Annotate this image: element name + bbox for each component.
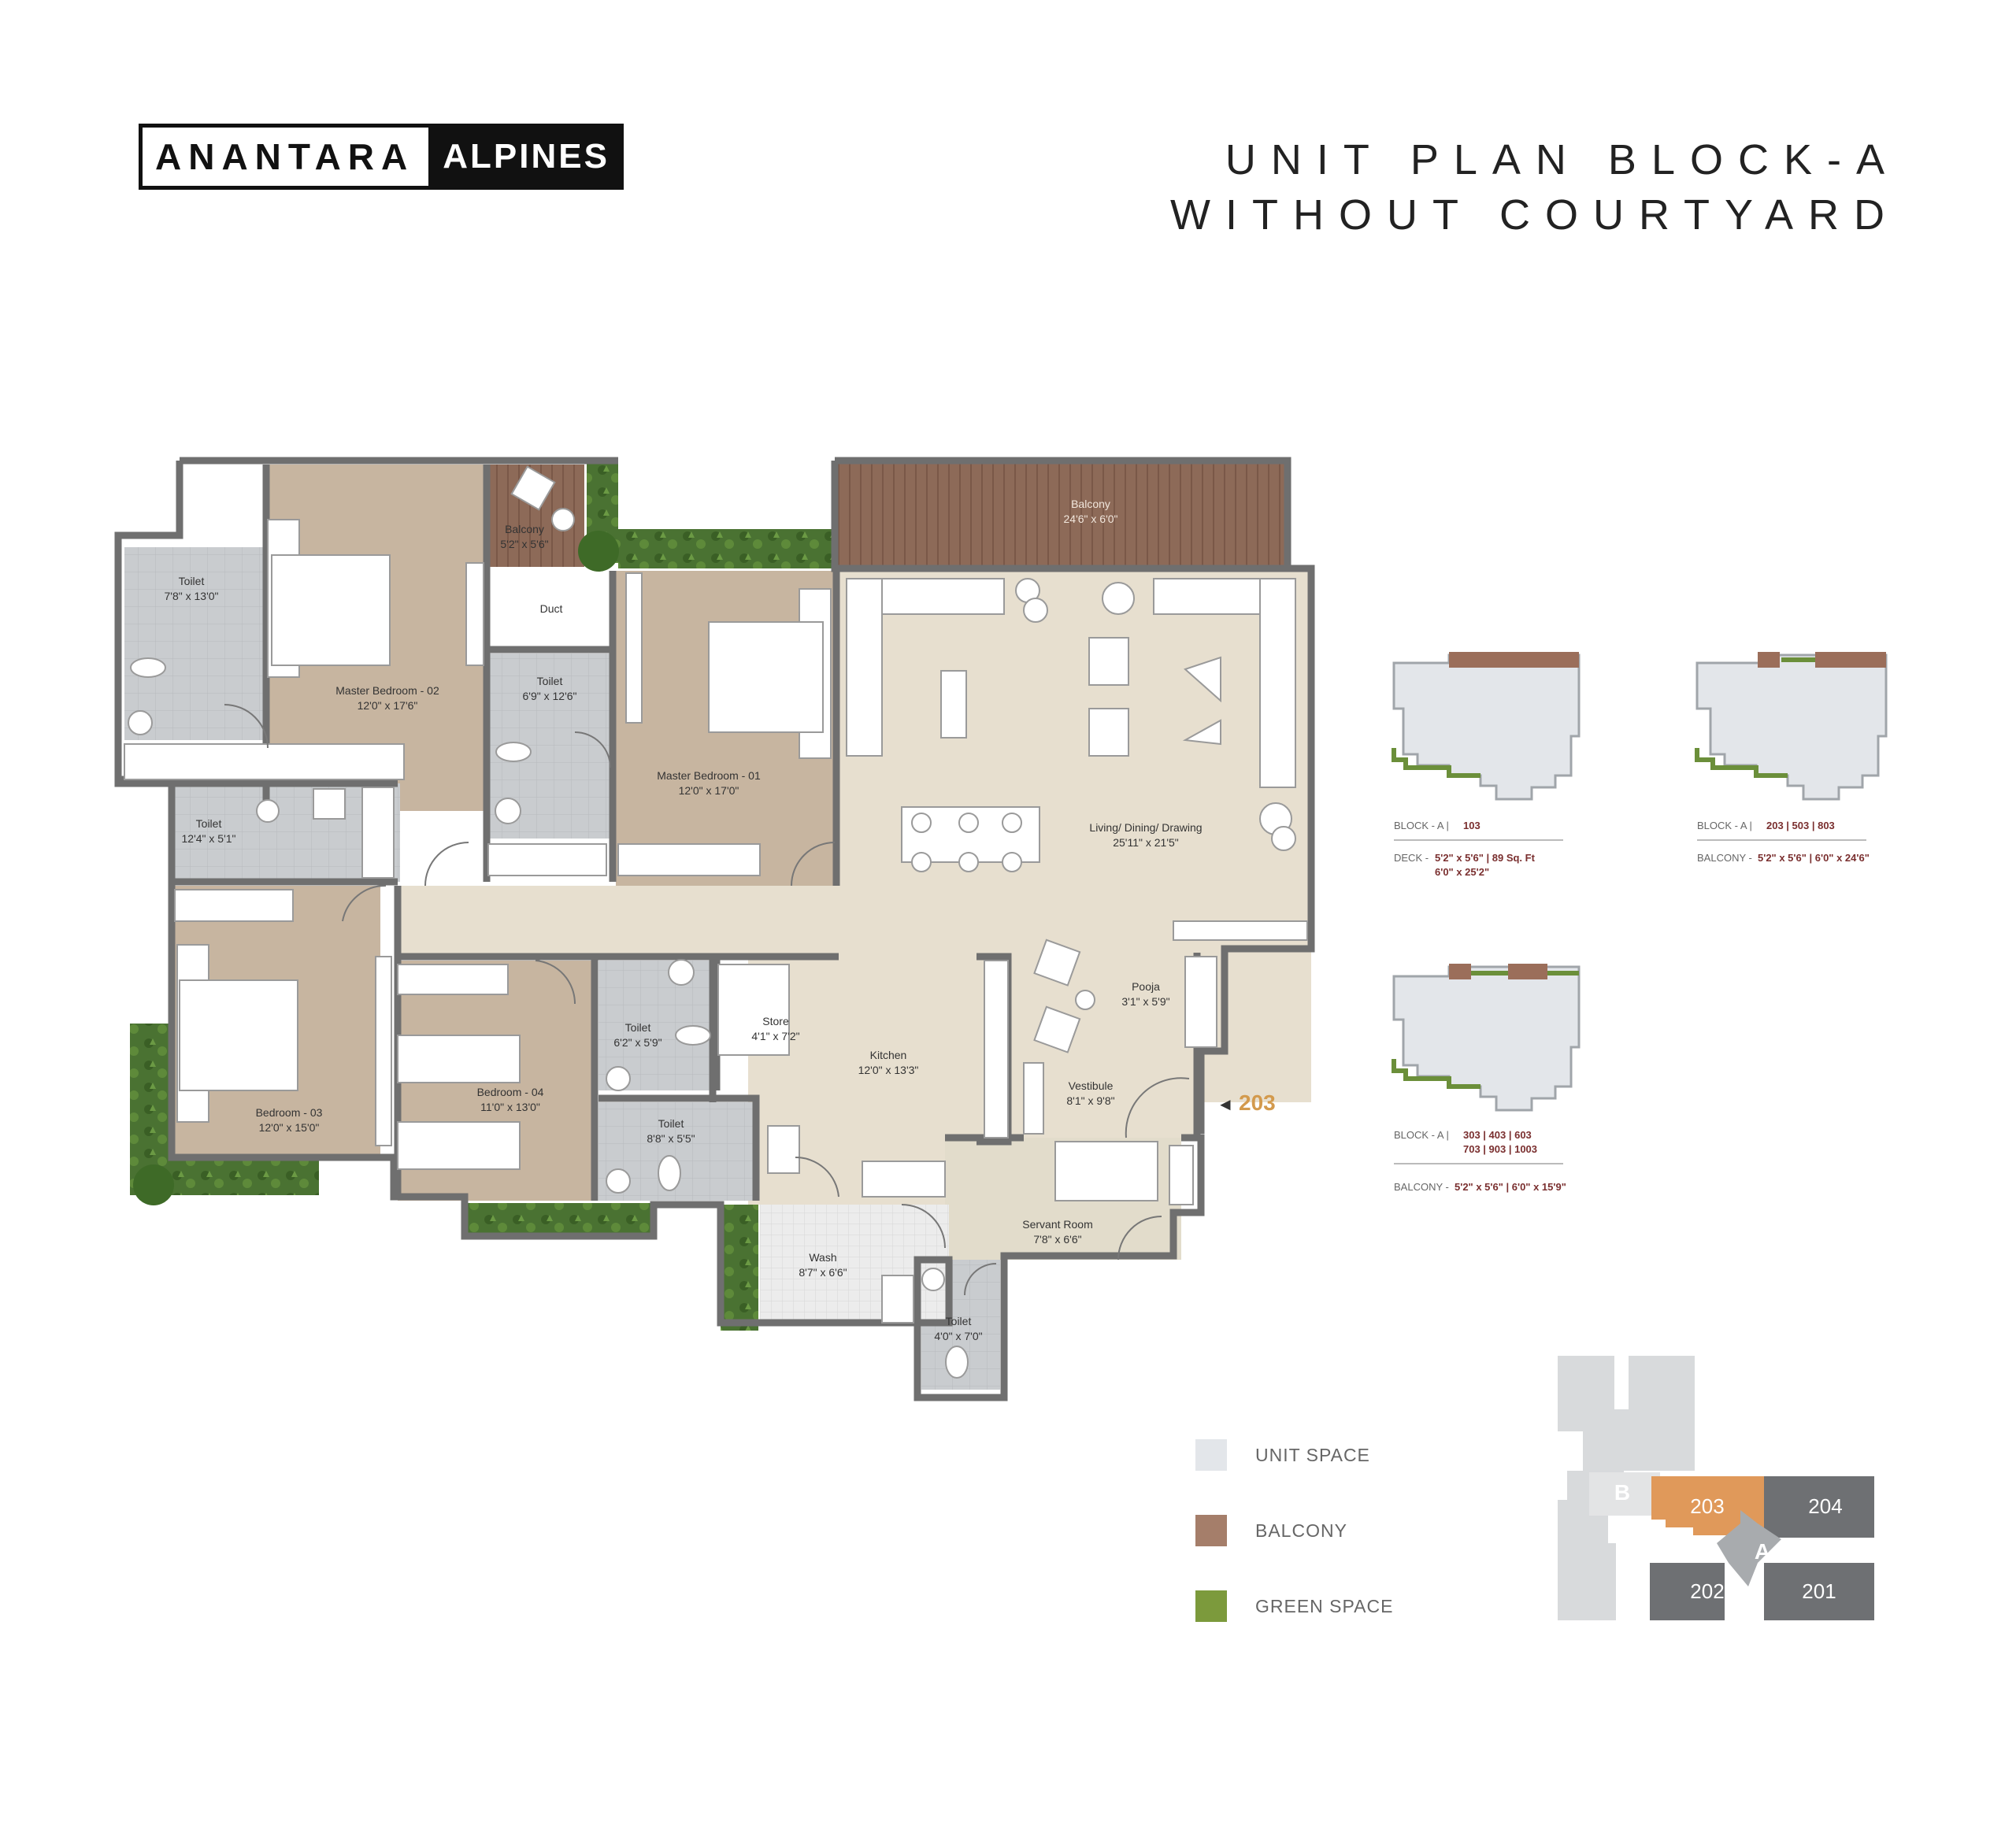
legend-item-green-space: GREEN SPACE — [1195, 1568, 1393, 1644]
label-toilet-d-name: Toilet — [625, 1021, 651, 1034]
label-kitchen-name: Kitchen — [870, 1049, 907, 1061]
key-plan-1-deck-label: DECK - — [1394, 852, 1429, 864]
label-balcony-large-name: Balcony — [1071, 498, 1110, 510]
legend-label-unit-space: UNIT SPACE — [1255, 1444, 1370, 1465]
label-bedroom-03-name: Bedroom - 03 — [256, 1106, 323, 1119]
label-toilet-a-name: Toilet — [179, 575, 205, 587]
key-plan-1: BLOCK - A | 103 DECK - 5'2" x 5'6" | 89 … — [1392, 652, 1581, 878]
key-plan-3-units-2: 703 | 903 | 1003 — [1463, 1143, 1537, 1155]
label-master-bedroom-01-name: Master Bedroom - 01 — [657, 769, 761, 782]
legend-swatch-balcony — [1195, 1515, 1227, 1546]
label-toilet-f-dim: 4'0" x 7'0" — [934, 1330, 982, 1342]
legend-item-unit-space: UNIT SPACE — [1195, 1417, 1393, 1493]
label-balcony-small-name: Balcony — [505, 523, 544, 535]
label-wash-name: Wash — [809, 1251, 836, 1264]
label-toilet-e-dim: 8'8" x 5'5" — [647, 1132, 695, 1145]
key-plan-1-deck-value-2: 6'0" x 25'2" — [1435, 866, 1489, 878]
key-plan-3-balcony-value: 5'2" x 5'6" | 6'0" x 15'9" — [1455, 1181, 1566, 1193]
key-plan-2-balcony-label: BALCONY - — [1697, 852, 1752, 864]
green-spaces — [130, 461, 835, 1331]
label-toilet-e-name: Toilet — [658, 1117, 684, 1130]
brand-name-part2: ALPINES — [428, 124, 624, 190]
label-toilet-f-name: Toilet — [946, 1315, 972, 1327]
key-plan-3-block: BLOCK - A | — [1394, 1129, 1449, 1141]
walls — [114, 457, 1315, 1401]
site-unit-203: 203 — [1690, 1494, 1724, 1518]
brand-name-part1: ANANTARA — [139, 124, 429, 190]
furniture — [124, 465, 1308, 1379]
label-master-bedroom-02-name: Master Bedroom - 02 — [335, 684, 439, 697]
label-pooja-name: Pooja — [1132, 980, 1160, 993]
label-bedroom-04-name: Bedroom - 04 — [477, 1086, 544, 1098]
legend-item-balcony: BALCONY — [1195, 1493, 1393, 1568]
label-balcony-large-dim: 24'6" x 6'0" — [1064, 513, 1118, 525]
page-title: UNIT PLAN BLOCK-A WITHOUT COURTYARD — [1170, 132, 1899, 242]
legend-swatch-green-space — [1195, 1590, 1227, 1622]
label-master-bedroom-02-dim: 12'0" x 17'6" — [358, 699, 418, 712]
legend: UNIT SPACE BALCONY GREEN SPACE — [1195, 1417, 1393, 1644]
label-kitchen-dim: 12'0" x 13'3" — [858, 1064, 919, 1076]
key-plan-1-block: BLOCK - A | — [1394, 820, 1449, 831]
label-toilet-c-name: Toilet — [196, 817, 222, 830]
title-line-1: UNIT PLAN BLOCK-A — [1225, 136, 1899, 183]
key-plan-2-balcony-value: 5'2" x 5'6" | 6'0" x 24'6" — [1758, 852, 1870, 864]
label-bedroom-03-dim: 12'0" x 15'0" — [259, 1121, 320, 1134]
site-unit-204: 204 — [1808, 1494, 1842, 1518]
key-plan-3-units: 303 | 403 | 603 — [1463, 1129, 1532, 1141]
label-store-dim: 4'1" x 7'2" — [751, 1030, 799, 1042]
legend-swatch-unit-space — [1195, 1439, 1227, 1471]
legend-label-green-space: GREEN SPACE — [1255, 1595, 1394, 1616]
site-block-a-label: A — [1755, 1539, 1770, 1564]
key-plan-3-balcony-label: BALCONY - — [1394, 1181, 1449, 1193]
label-living-dim: 25'11" x 21'5" — [1113, 836, 1179, 849]
label-servant-room-name: Servant Room — [1022, 1218, 1092, 1231]
label-toilet-c-dim: 12'4" x 5'1" — [182, 832, 236, 845]
key-plan-1-units: 103 — [1463, 820, 1480, 831]
key-plan-1-deck-value: 5'2" x 5'6" | 89 Sq. Ft — [1435, 852, 1536, 864]
label-servant-room-dim: 7'8" x 6'6" — [1033, 1233, 1081, 1246]
label-master-bedroom-01-dim: 12'0" x 17'0" — [679, 784, 739, 797]
entrance-unit-number: 203 — [1239, 1090, 1276, 1115]
site-block-b-label: B — [1614, 1480, 1630, 1505]
label-toilet-a-dim: 7'8" x 13'0" — [165, 590, 219, 602]
title-line-2: WITHOUT COURTYARD — [1170, 191, 1899, 239]
label-vestibule-dim: 8'1" x 9'8" — [1066, 1094, 1114, 1107]
label-toilet-b-name: Toilet — [537, 675, 563, 687]
site-plan: B A 203 204 202 201 — [1558, 1356, 1874, 1620]
door-swings — [224, 704, 1190, 1296]
entrance-marker: ◄ 203 — [1217, 1090, 1276, 1115]
label-toilet-b-dim: 6'9" x 12'6" — [523, 690, 577, 702]
room-labels: Toilet 7'8" x 13'0" Master Bedroom - 02 … — [165, 498, 1203, 1342]
entrance-arrow-icon: ◄ — [1217, 1094, 1234, 1114]
label-store-name: Store — [762, 1015, 789, 1027]
label-toilet-d-dim: 6'2" x 5'9" — [613, 1036, 662, 1049]
brand-logo: ANANTARA ALPINES — [139, 124, 624, 190]
label-bedroom-04-dim: 11'0" x 13'0" — [480, 1101, 540, 1113]
label-pooja-dim: 3'1" x 5'9" — [1121, 995, 1169, 1008]
site-unit-202: 202 — [1690, 1579, 1724, 1603]
label-vestibule-name: Vestibule — [1069, 1079, 1114, 1092]
key-plan-2: BLOCK - A | 203 | 503 | 803 BALCONY - 5'… — [1695, 652, 1888, 864]
label-wash-dim: 8'7" x 6'6" — [799, 1266, 847, 1279]
label-balcony-small-dim: 5'2" x 5'6" — [500, 538, 548, 550]
key-plan-2-block: BLOCK - A | — [1697, 820, 1752, 831]
label-duct: Duct — [540, 602, 563, 615]
key-plan-2-units: 203 | 503 | 803 — [1766, 820, 1835, 831]
label-living-name: Living/ Dining/ Drawing — [1089, 821, 1202, 834]
site-unit-201: 201 — [1802, 1579, 1836, 1603]
key-plan-3: BLOCK - A | 303 | 403 | 603 703 | 903 | … — [1392, 964, 1581, 1193]
legend-label-balcony: BALCONY — [1255, 1520, 1347, 1541]
